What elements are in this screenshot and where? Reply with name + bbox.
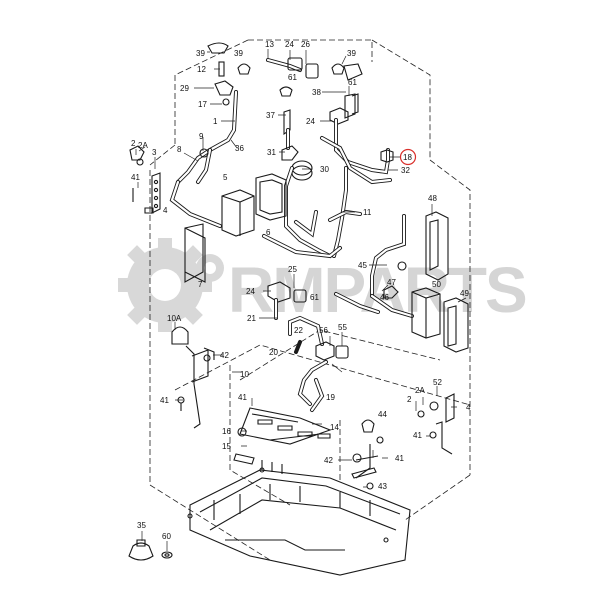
- callout-45: 45: [358, 261, 367, 270]
- leader-lines: [135, 49, 467, 551]
- right-component-group: [334, 211, 469, 353]
- callout-2: 2: [407, 395, 412, 404]
- callout-10: 10: [240, 370, 249, 379]
- callout-17: 17: [198, 100, 207, 109]
- callout-46: 46: [380, 293, 389, 302]
- callout-24: 24: [285, 40, 294, 49]
- callout-61: 61: [348, 78, 357, 87]
- callout-24: 24: [306, 117, 315, 126]
- callout-2A: 2A: [415, 386, 425, 395]
- callout-4: 4: [466, 403, 471, 412]
- callout-52: 52: [433, 378, 442, 387]
- top-left-component-group: [129, 42, 255, 283]
- bottom-left-clamp-group: [128, 539, 173, 561]
- callout-8: 8: [177, 145, 182, 154]
- callout-49: 49: [460, 289, 469, 298]
- callout-61: 61: [310, 293, 319, 302]
- callout-56: 56: [319, 326, 328, 335]
- callout-29: 29: [180, 84, 189, 93]
- callout-14: 14: [330, 423, 339, 432]
- callout-32: 32: [401, 166, 410, 175]
- callout-39: 39: [234, 49, 243, 58]
- callout-37: 37: [266, 111, 275, 120]
- callout-22: 22: [294, 326, 303, 335]
- callout-9: 9: [199, 132, 204, 141]
- top-middle-component-group: [255, 57, 394, 259]
- callout-47: 47: [387, 278, 396, 287]
- floor-plate-group: [233, 407, 332, 465]
- callout-19: 19: [326, 393, 335, 402]
- callout-39: 39: [196, 49, 205, 58]
- highlighted-callout-18: 18: [399, 148, 417, 166]
- callout-26: 26: [301, 40, 310, 49]
- callout-39: 39: [347, 49, 356, 58]
- callout-20: 20: [269, 348, 278, 357]
- callout-25: 25: [288, 265, 297, 274]
- callout-36: 36: [235, 144, 244, 153]
- callout-7: 7: [198, 280, 203, 289]
- callout-43: 43: [378, 482, 387, 491]
- callout-1: 1: [213, 117, 218, 126]
- callout-44: 44: [378, 410, 387, 419]
- watermark-gear-icon: [118, 238, 224, 332]
- callout-61: 61: [288, 73, 297, 82]
- callout-12: 12: [197, 65, 206, 74]
- left-bracket-group: [171, 326, 215, 429]
- middle-component-group: [267, 281, 349, 412]
- callout-13: 13: [265, 40, 274, 49]
- callout-3: 3: [152, 148, 157, 157]
- callout-41: 41: [160, 396, 169, 405]
- callout-24: 24: [246, 287, 255, 296]
- callout-55: 55: [338, 323, 347, 332]
- callout-41: 41: [395, 454, 404, 463]
- right-lower-bracket-group: [351, 393, 455, 490]
- callout-35: 35: [137, 521, 146, 530]
- callout-2A: 2A: [138, 141, 148, 150]
- callout-31: 31: [267, 148, 276, 157]
- callout-41: 41: [131, 173, 140, 182]
- callout-60: 60: [162, 532, 171, 541]
- callout-21: 21: [247, 314, 256, 323]
- callout-41: 41: [413, 431, 422, 440]
- callout-41: 41: [238, 393, 247, 402]
- callout-labels: 39 39 12 29 17 1 9 36 8 2 2A 3 41 4 5 6 …: [131, 40, 471, 541]
- callout-30: 30: [320, 165, 329, 174]
- callout-15: 15: [222, 442, 231, 451]
- callout-5: 5: [223, 173, 228, 182]
- callout-10A: 10A: [167, 314, 182, 323]
- callout-48: 48: [428, 194, 437, 203]
- callout-42: 42: [324, 456, 333, 465]
- floor-pan: [187, 460, 411, 576]
- callout-6: 6: [266, 228, 271, 237]
- callout-11: 11: [363, 208, 372, 217]
- callout-50: 50: [432, 280, 441, 289]
- callout-16: 16: [222, 427, 231, 436]
- callout-42: 42: [220, 351, 229, 360]
- callout-2: 2: [131, 139, 136, 148]
- callout-4: 4: [163, 206, 168, 215]
- highlight-ring: [399, 148, 417, 166]
- callout-38: 38: [312, 88, 321, 97]
- callout-18: 18: [403, 153, 412, 162]
